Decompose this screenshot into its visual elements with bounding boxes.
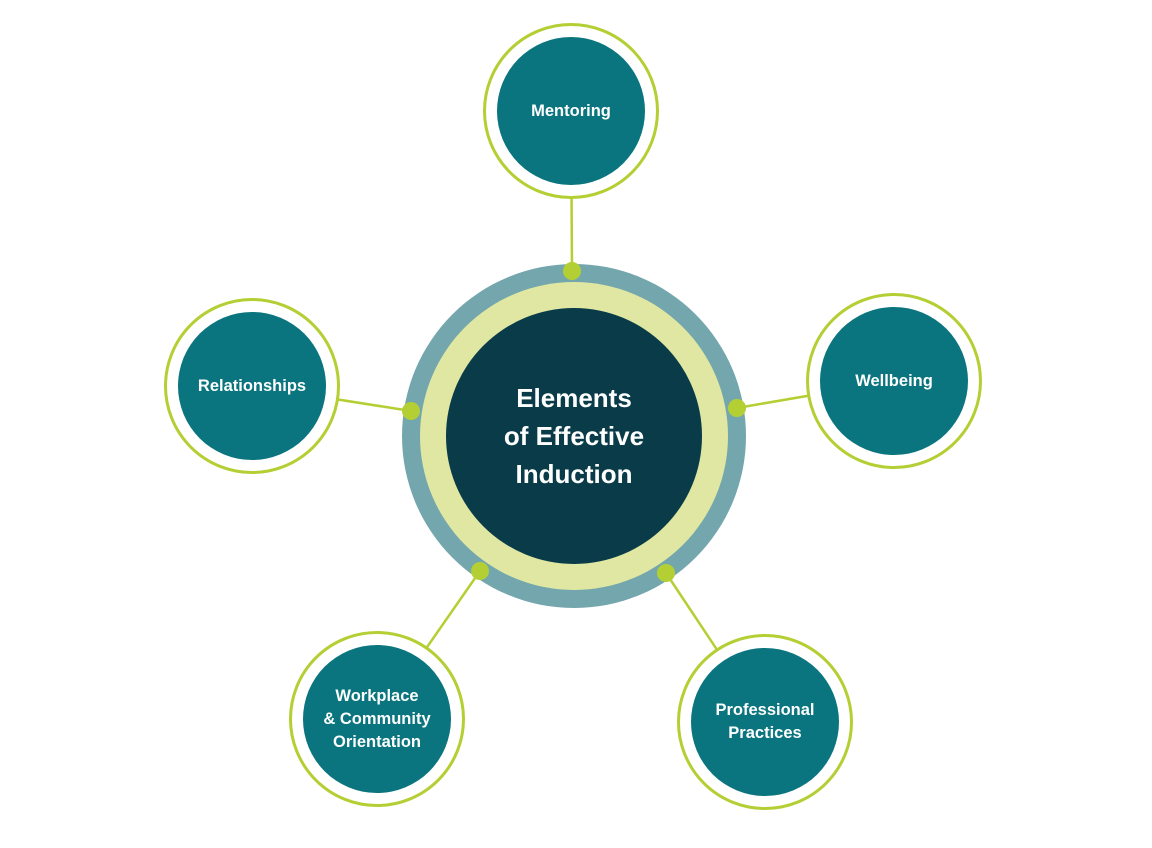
hub-middle-ring: Elements of Effective Induction xyxy=(420,282,728,590)
hub-label: Elements of Effective Induction xyxy=(503,383,645,489)
node-mentoring-label: Mentoring xyxy=(531,101,611,120)
node-mentoring-circle: Mentoring xyxy=(497,37,645,185)
node-professional-label: Professional Practices xyxy=(715,701,815,742)
node-relationships-circle: Relationships xyxy=(178,312,326,460)
node-professional-practices: Professional Practices xyxy=(677,634,853,810)
node-workplace-label: Workplace & Community Orientation xyxy=(323,686,431,751)
hub-circle: Elements of Effective Induction xyxy=(446,308,702,564)
node-wellbeing-circle: Wellbeing xyxy=(820,307,968,455)
node-relationships-label: Relationships xyxy=(197,376,307,395)
node-mentoring: Mentoring xyxy=(483,23,659,199)
node-wellbeing: Wellbeing xyxy=(806,293,982,469)
node-professional-circle: Professional Practices xyxy=(691,648,839,796)
node-workplace-community-orientation: Workplace & Community Orientation xyxy=(289,631,465,807)
node-relationships: Relationships xyxy=(164,298,340,474)
hub-outer-ring: Elements of Effective Induction xyxy=(402,264,746,608)
node-wellbeing-label: Wellbeing xyxy=(855,371,933,390)
node-workplace-circle: Workplace & Community Orientation xyxy=(303,645,451,793)
